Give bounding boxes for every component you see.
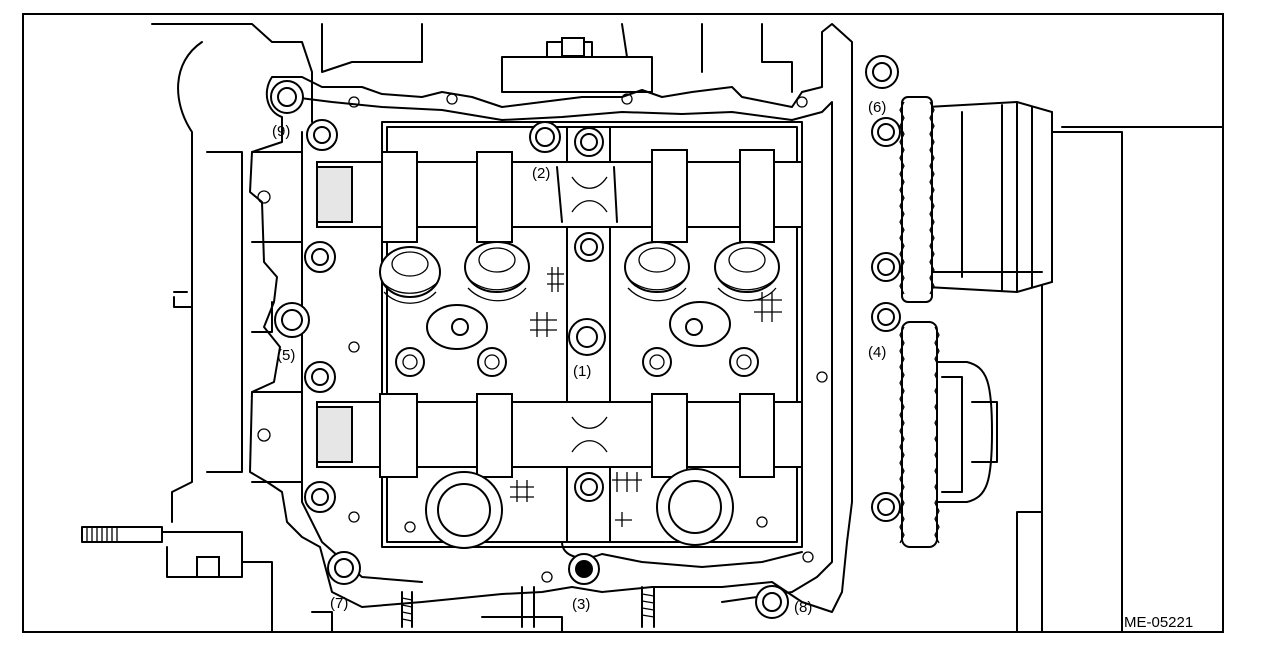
bolt-label-4: (4) [868,344,886,361]
bolt-label-2: (2) [532,165,550,182]
bolt-label-3: (3) [572,596,590,613]
bolt-label-9: (9) [272,123,290,140]
engine-background [81,23,1222,631]
cylinder-head-illustration: (1) (2) (3) (4) (5) (6) (7) (8) (9) ME-0… [81,23,1222,631]
figure-code: ME-05221 [1124,614,1193,631]
threaded-studs [311,586,655,631]
lower-camshaft [316,347,803,549]
bolt-label-1: (1) [573,363,591,380]
bolt-label-6: (6) [868,99,886,116]
bolt-labels: (1) (2) (3) (4) (5) (6) (7) (8) (9) [272,99,886,616]
bolt-heads [270,55,901,619]
bolt-label-8: (8) [794,599,812,616]
cam-sprockets [899,96,1053,548]
bolt-label-7: (7) [330,595,348,612]
figure-frame: (1) (2) (3) (4) (5) (6) (7) (8) (9) ME-0… [22,13,1224,633]
bolt-label-5: (5) [277,347,295,364]
upper-valve-springs [379,241,782,350]
upper-camshaft [316,149,803,243]
